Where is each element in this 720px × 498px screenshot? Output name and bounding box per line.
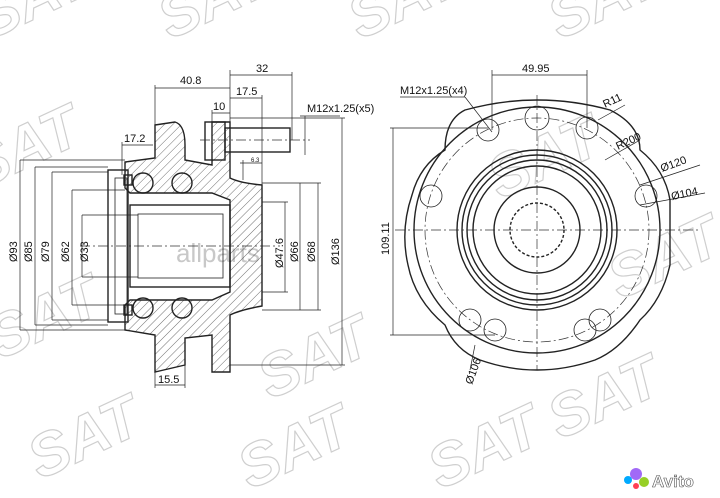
dim-phi104: Ø104 [670, 186, 699, 203]
svg-text:SAT: SAT [0, 90, 94, 201]
dim-32: 32 [256, 63, 268, 75]
dim-phi47-6: Ø47.6 [274, 238, 286, 268]
dim-40-8: 40.8 [180, 75, 201, 87]
front-view: 49.95 M12x1.25(x4) R11 R200 Ø120 Ø104 10… [380, 63, 706, 386]
svg-text:SAT: SAT [537, 340, 674, 451]
svg-text:SAT: SAT [337, 0, 474, 52]
svg-text:SAT: SAT [537, 0, 674, 52]
svg-text:SAT: SAT [417, 390, 554, 498]
dim-15-5: 15.5 [158, 374, 179, 386]
dim-10: 10 [213, 101, 225, 113]
avito-logo-text: Avito [652, 472, 694, 491]
dim-phi85: Ø85 [23, 241, 35, 262]
svg-text:SAT: SAT [227, 390, 364, 498]
thread-label-side: M12x1.25(x5) [307, 103, 374, 115]
thread-label-front: M12x1.25(x4) [400, 85, 467, 97]
dim-phi79: Ø79 [40, 241, 52, 262]
dim-r200: R200 [614, 131, 643, 153]
dim-phi68: Ø68 [306, 241, 318, 262]
dim-17-2: 17.2 [124, 133, 145, 145]
dim-phi106: Ø106 [464, 357, 484, 386]
dim-phi62: Ø62 [60, 241, 72, 262]
dim-phi136: Ø136 [330, 238, 342, 265]
side-view: 40.8 32 17.5 10 M12x1.25(x5) 17.2 6.3 15… [8, 63, 374, 388]
dim-phi120: Ø120 [659, 154, 688, 174]
svg-text:SAT: SAT [0, 0, 104, 52]
dim-phi93: Ø93 [8, 241, 20, 262]
dim-phi33: Ø33 [79, 241, 91, 262]
dim-109-11: 109.11 [380, 222, 392, 255]
avito-logo: Avito [624, 468, 694, 491]
svg-text:SAT: SAT [147, 0, 284, 52]
dim-phi66: Ø66 [289, 241, 301, 262]
dim-6-3: 6.3 [251, 158, 260, 164]
dim-17-5: 17.5 [236, 86, 257, 98]
dim-49-95: 49.95 [522, 63, 550, 75]
svg-text:SAT: SAT [247, 300, 384, 411]
svg-text:SAT: SAT [17, 380, 154, 491]
